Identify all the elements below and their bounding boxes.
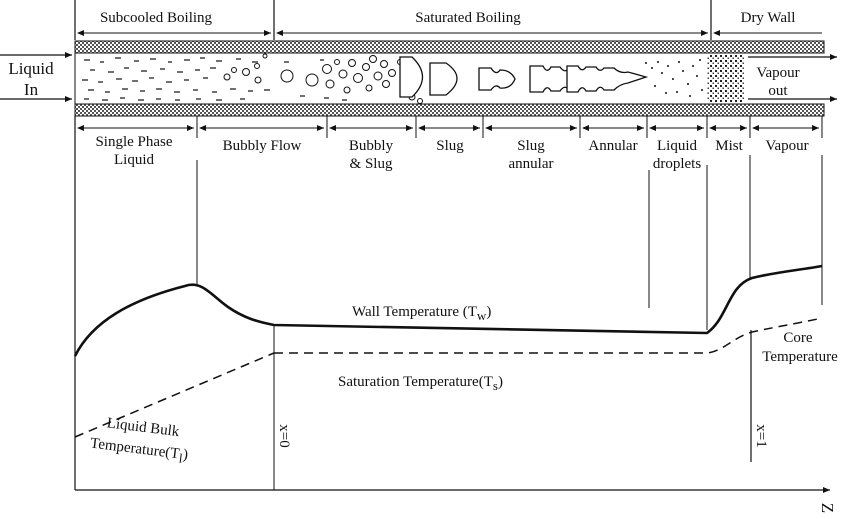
liquid-bulk-temperature-curve (74, 352, 275, 438)
regime-bubbly-slug-1: Bubbly (349, 138, 394, 154)
regime-mist: Mist (715, 138, 743, 154)
droplets (645, 59, 703, 97)
subcooled-boiling-label: Subcooled Boiling (100, 10, 213, 26)
liquid-bulk-label-1: Liquid Bulk (106, 415, 181, 440)
regime-single-phase-2: Liquid (114, 152, 154, 168)
saturation-temperature-curve (274, 317, 823, 354)
pipe-bottom-wall (74, 103, 825, 117)
regime-single-phase-1: Single Phase (95, 134, 172, 150)
saturated-boiling-label: Saturated Boiling (415, 10, 521, 26)
core-temperature-label-1: Core (783, 330, 813, 346)
z-axis-label: Z (818, 503, 837, 513)
core-temperature-label-2: Temperature (762, 349, 838, 365)
liquid-bulk-label-2: Temperature(Tl) (89, 436, 189, 467)
liquid-in-label-2: In (24, 80, 39, 99)
vapour-out-label-2: out (768, 83, 788, 99)
regime-bubbly-flow: Bubbly Flow (223, 138, 302, 154)
wall-temperature-curve (73, 264, 823, 357)
pipe-top-wall (74, 40, 825, 54)
pipe: Liquid In Vapour out (0, 40, 837, 117)
regime-liquid-droplets-1: Liquid (657, 138, 697, 154)
regime-dividers (74, 116, 823, 160)
regime-slug-annular-2: annular (509, 156, 554, 172)
mist-region (707, 55, 745, 102)
regime-vapour: Vapour (765, 138, 808, 154)
regime-bubbly-slug-2: & Slug (350, 156, 393, 172)
zone-header: Subcooled Boiling Saturated Boiling Dry … (74, 0, 822, 40)
liquid-in-label-1: Liquid (8, 59, 54, 78)
dry-wall-label: Dry Wall (741, 10, 796, 26)
regime-slug-annular-1: Slug (517, 138, 545, 154)
saturation-temperature-label: Saturation Temperature(Ts) (338, 374, 503, 393)
regime-liquid-droplets-2: droplets (653, 156, 701, 172)
temperature-plot: Z Wall Temperature (Tw) Saturation Tempe… (73, 116, 838, 513)
regime-labels: Single Phase Liquid Bubbly Flow Bubbly &… (95, 134, 808, 172)
regime-annular: Annular (588, 138, 637, 154)
bubbles (223, 53, 423, 104)
wall-temperature-label: Wall Temperature (Tw) (352, 304, 491, 323)
x1-label: x=1 (753, 424, 769, 447)
slug-bubbles (399, 56, 649, 98)
x0-label: x=0 (276, 424, 292, 447)
regime-slug: Slug (436, 138, 464, 154)
liquid-dashes (82, 57, 347, 101)
vapour-out-label-1: Vapour (756, 65, 799, 81)
